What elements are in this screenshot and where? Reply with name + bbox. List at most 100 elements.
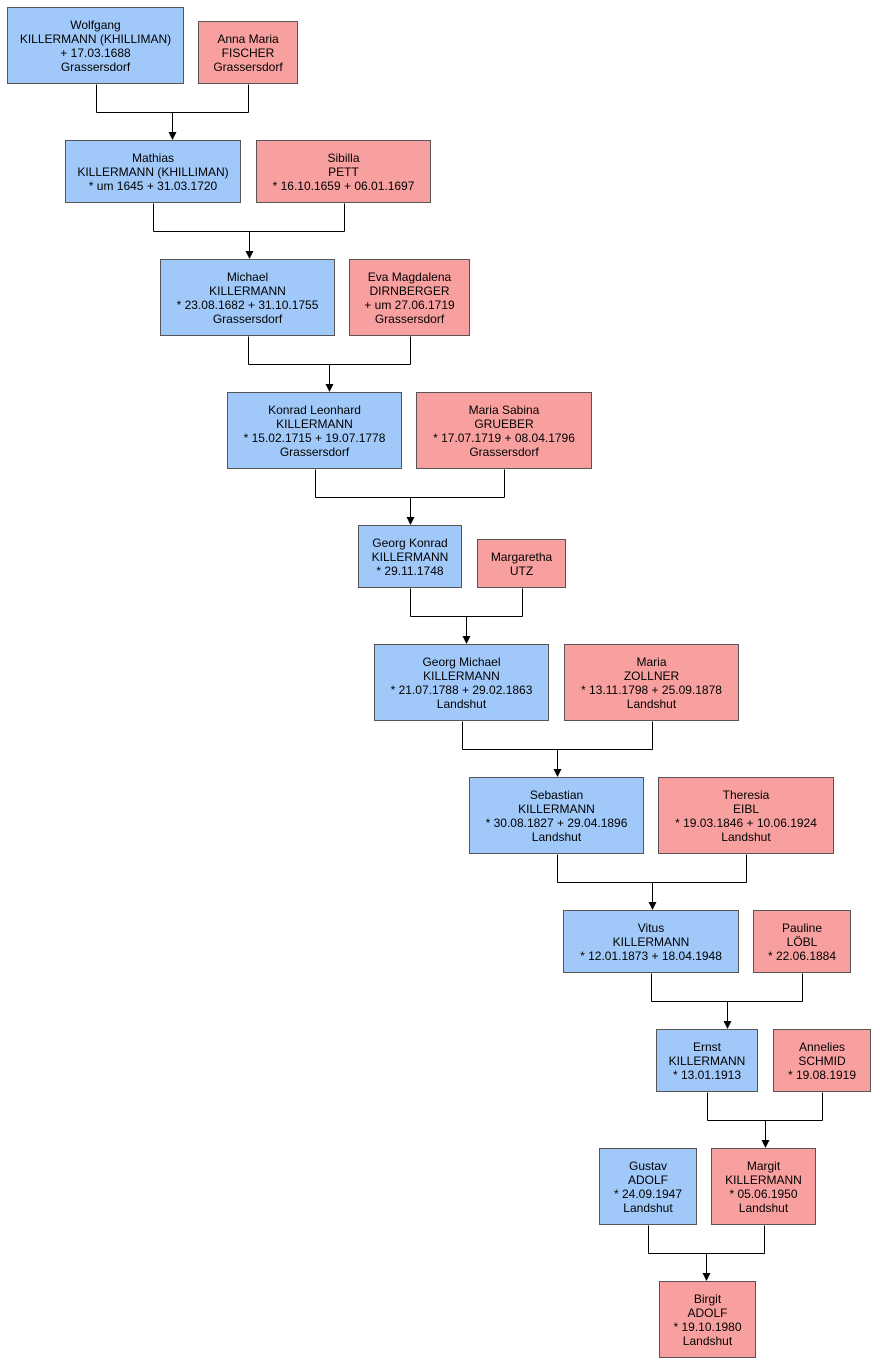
person-surname: KILLERMANN	[668, 1053, 746, 1068]
arrowhead	[245, 251, 254, 259]
person-detail: Landshut	[682, 1333, 733, 1348]
arrowhead	[648, 902, 657, 910]
person-given-name: Konrad Leonhard	[268, 402, 361, 417]
person-detail: + 17.03.1688	[60, 45, 131, 60]
person-detail: * 19.10.1980	[673, 1319, 742, 1334]
person-given-name: Ernst	[692, 1039, 721, 1054]
person-detail: * 16.10.1659 + 06.01.1697	[272, 178, 415, 193]
person-detail: Landshut	[623, 1200, 673, 1215]
person-surname: KILLERMANN (KHILLIMAN)	[77, 164, 229, 179]
person-given-name: Gustav	[628, 1158, 667, 1173]
person-surname: FISCHER	[221, 45, 275, 60]
person-surname: UTZ	[509, 563, 534, 578]
person-surname: ADOLF	[687, 1305, 728, 1320]
person-given-name: Pauline	[781, 920, 823, 935]
person-given-name: Theresia	[722, 787, 770, 802]
person-detail: Landshut	[531, 829, 582, 844]
person-given-name: Anna Maria	[217, 31, 279, 46]
person-detail: * 13.11.1798 + 25.09.1878	[581, 682, 722, 697]
person-detail: * 19.03.1846 + 10.06.1924	[675, 815, 817, 830]
person-given-name: Annelies	[798, 1039, 846, 1054]
person-detail: Landshut	[738, 1200, 789, 1215]
person-detail: Grassersdorf	[469, 444, 539, 459]
person-given-name: Birgit	[693, 1291, 722, 1306]
person-surname: KILLERMANN	[276, 416, 353, 431]
person-given-name: Vitus	[637, 920, 665, 935]
person-surname: LÖBL	[786, 934, 818, 949]
person-given-name: Sibilla	[327, 150, 360, 165]
person-detail: Grassersdorf	[279, 444, 350, 459]
arrowhead	[761, 1140, 770, 1148]
person-detail: * 19.08.1919	[787, 1067, 857, 1082]
person-given-name: Margit	[746, 1158, 781, 1173]
arrowhead	[462, 636, 471, 644]
person-surname: KILLERMANN (KHILLIMAN)	[19, 31, 172, 46]
person-surname: KILLERMANN	[725, 1172, 802, 1187]
arrowhead	[553, 769, 562, 777]
person-detail: Landshut	[626, 696, 677, 711]
person-given-name: Eva Magdalena	[367, 269, 452, 284]
person-detail: * 30.08.1827 + 29.04.1896	[485, 815, 628, 830]
person-surname: ADOLF	[627, 1172, 668, 1187]
person-surname: DIRNBERGER	[369, 283, 450, 298]
person-given-name: Margaretha	[490, 549, 553, 564]
person-given-name: Georg Michael	[422, 654, 501, 669]
person-surname: GRUEBER	[474, 416, 534, 431]
person-detail: * 29.11.1748	[376, 563, 444, 578]
arrowhead	[702, 1273, 711, 1281]
person-detail: * 05.06.1950	[729, 1186, 798, 1201]
person-surname: KILLERMANN	[612, 934, 690, 949]
person-given-name: Georg Konrad	[372, 535, 448, 550]
person-surname: KILLERMANN	[518, 801, 595, 816]
person-detail: * 24.09.1947	[613, 1186, 683, 1201]
person-surname: KILLERMANN	[371, 549, 449, 564]
person-detail: Landshut	[721, 829, 771, 844]
person-given-name: Mathias	[131, 150, 175, 165]
person-detail: * um 1645 + 31.03.1720	[88, 178, 218, 193]
arrowhead	[406, 517, 415, 525]
person-detail: + um 27.06.1719	[364, 297, 455, 312]
arrowhead	[723, 1021, 732, 1029]
person-surname: PETT	[328, 164, 359, 179]
person-surname: KILLERMANN	[209, 283, 286, 298]
person-given-name: Wolfgang	[70, 17, 121, 32]
person-detail: * 15.02.1715 + 19.07.1778	[243, 430, 386, 445]
person-surname: KILLERMANN	[423, 668, 500, 683]
person-detail: * 17.07.1719 + 08.04.1796	[433, 430, 575, 445]
person-detail: Grassersdorf	[60, 59, 131, 74]
person-detail: * 13.01.1913	[672, 1067, 742, 1082]
person-surname: EIBL	[732, 801, 759, 816]
person-given-name: Sebastian	[529, 787, 584, 802]
person-surname: ZOLLNER	[623, 668, 680, 683]
person-given-name: Maria Sabina	[468, 402, 540, 417]
person-given-name: Michael	[226, 269, 269, 284]
person-detail: * 21.07.1788 + 29.02.1863	[390, 682, 533, 697]
person-detail: * 12.01.1873 + 18.04.1948	[580, 948, 722, 963]
arrowhead	[325, 384, 334, 392]
person-detail: Landshut	[436, 696, 487, 711]
person-detail: * 23.08.1682 + 31.10.1755	[176, 297, 319, 312]
